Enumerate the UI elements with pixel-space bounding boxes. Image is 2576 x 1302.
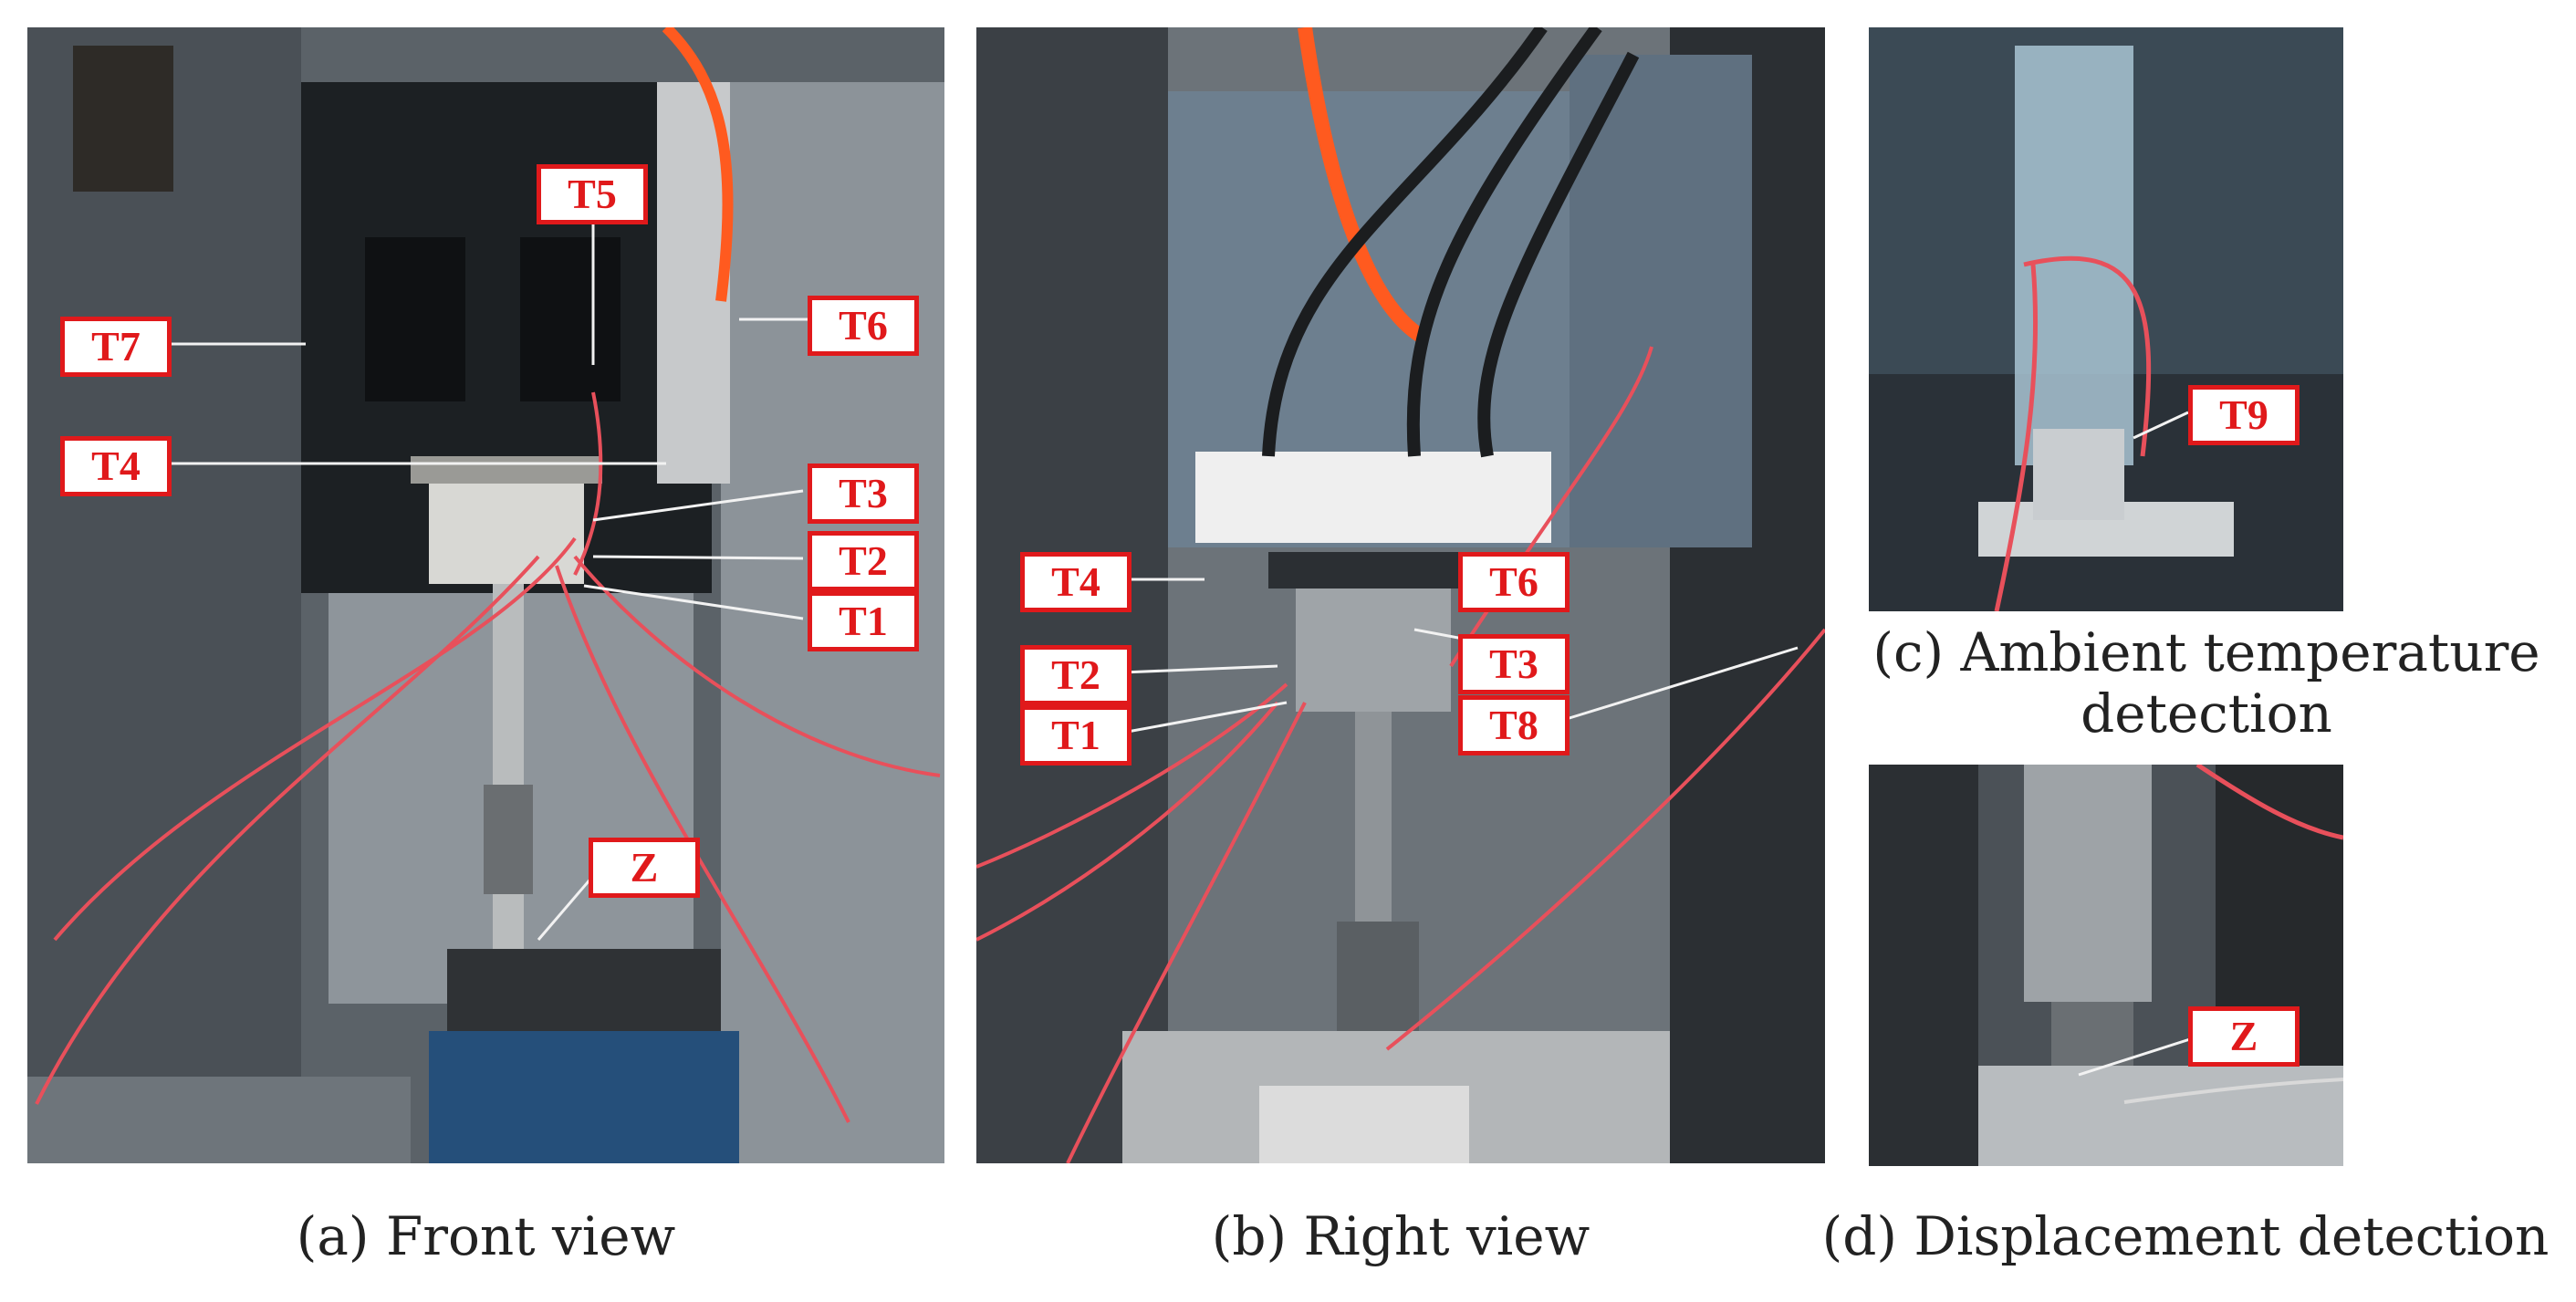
- label-front-z: Z: [589, 838, 700, 898]
- label-front-t2: T2: [808, 531, 919, 591]
- label-ambient-t9: T9: [2188, 385, 2300, 445]
- front-view-photo: [27, 27, 944, 1163]
- label-right-t6: T6: [1458, 552, 1570, 612]
- label-front-t5: T5: [537, 164, 648, 224]
- ambient-illustration: [1869, 27, 2343, 611]
- ambient-temperature-photo: [1869, 27, 2343, 611]
- caption-ambient-line-2: detection: [2081, 682, 2332, 745]
- label-right-t4: T4: [1020, 552, 1132, 612]
- caption-right-view: (b) Right view: [1211, 1205, 1590, 1267]
- displacement-detection-photo: [1869, 765, 2343, 1166]
- label-right-t1: T1: [1020, 705, 1132, 766]
- label-right-t2: T2: [1020, 645, 1132, 705]
- label-right-t8: T8: [1458, 695, 1570, 755]
- caption-front-view: (a) Front view: [296, 1205, 676, 1267]
- label-front-t3: T3: [808, 464, 919, 524]
- label-front-t7: T7: [60, 317, 172, 377]
- label-right-t3: T3: [1458, 634, 1570, 694]
- caption-ambient-temperature: (c) Ambient temperature detection: [1841, 622, 2571, 744]
- caption-ambient-line-1: (c) Ambient temperature: [1872, 621, 2540, 683]
- label-displacement-z: Z: [2188, 1006, 2300, 1067]
- front-view-illustration: [27, 27, 944, 1163]
- displacement-illustration: [1869, 765, 2343, 1166]
- label-front-t1: T1: [808, 591, 919, 651]
- caption-displacement-detection: (d) Displacement detection: [1821, 1205, 2550, 1267]
- label-front-t4: T4: [60, 436, 172, 496]
- label-front-t6: T6: [808, 296, 919, 356]
